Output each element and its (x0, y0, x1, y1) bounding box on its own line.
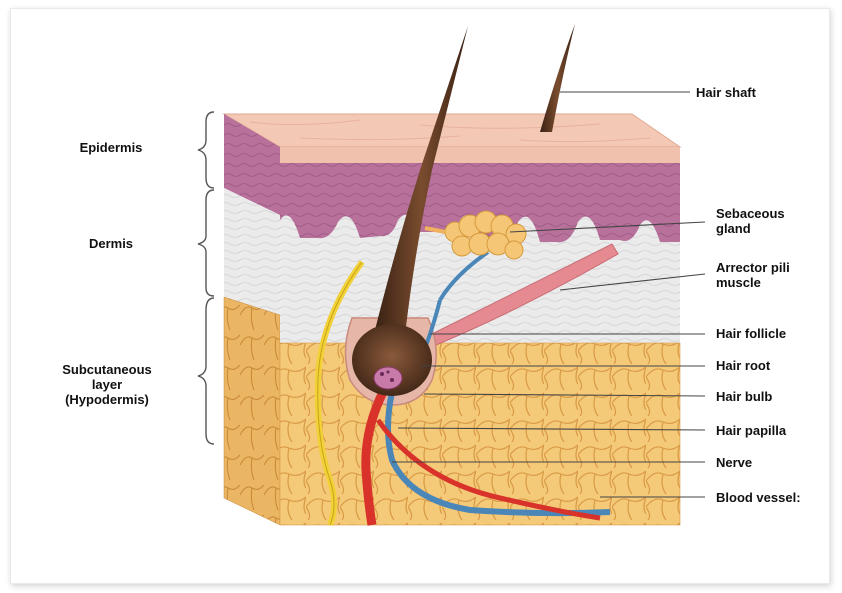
dermis-bracket (198, 190, 214, 296)
arrector-label-line1: Arrector pili (716, 260, 790, 275)
sebaceous-label-line2: gland (716, 221, 785, 236)
hair-root-label: Hair root (716, 358, 770, 373)
subcutaneous-label-line3: (Hypodermis) (32, 392, 182, 407)
subcutaneous-label-line1: Subcutaneous (32, 362, 182, 377)
sebaceous-gland-label: Sebaceous gland (716, 206, 785, 236)
hair-papilla (374, 367, 402, 389)
epidermis-label: Epidermis (56, 140, 166, 155)
side-hypodermis (224, 297, 280, 525)
subcutaneous-label: Subcutaneous layer (Hypodermis) (32, 362, 182, 407)
sebaceous-label-line1: Sebaceous (716, 206, 785, 221)
dermis-label: Dermis (56, 236, 166, 251)
hair-follicle-label: Hair follicle (716, 326, 786, 341)
epidermis-bracket (198, 112, 214, 188)
arrector-label-line2: muscle (716, 275, 790, 290)
hair-shaft-label: Hair shaft (696, 85, 756, 100)
hypodermis-layer (280, 343, 680, 525)
subcutaneous-label-line2: layer (32, 377, 182, 392)
arrector-pili-label: Arrector pili muscle (716, 260, 790, 290)
epidermis-band-top (280, 147, 680, 163)
blood-vessels-label: Blood vessel: (716, 490, 801, 505)
skin-surface (224, 114, 680, 147)
hair-papilla-label: Hair papilla (716, 423, 786, 438)
hair-bulb-label: Hair bulb (716, 389, 772, 404)
hypodermis-bracket (198, 298, 214, 444)
nerve-label: Nerve (716, 455, 752, 470)
